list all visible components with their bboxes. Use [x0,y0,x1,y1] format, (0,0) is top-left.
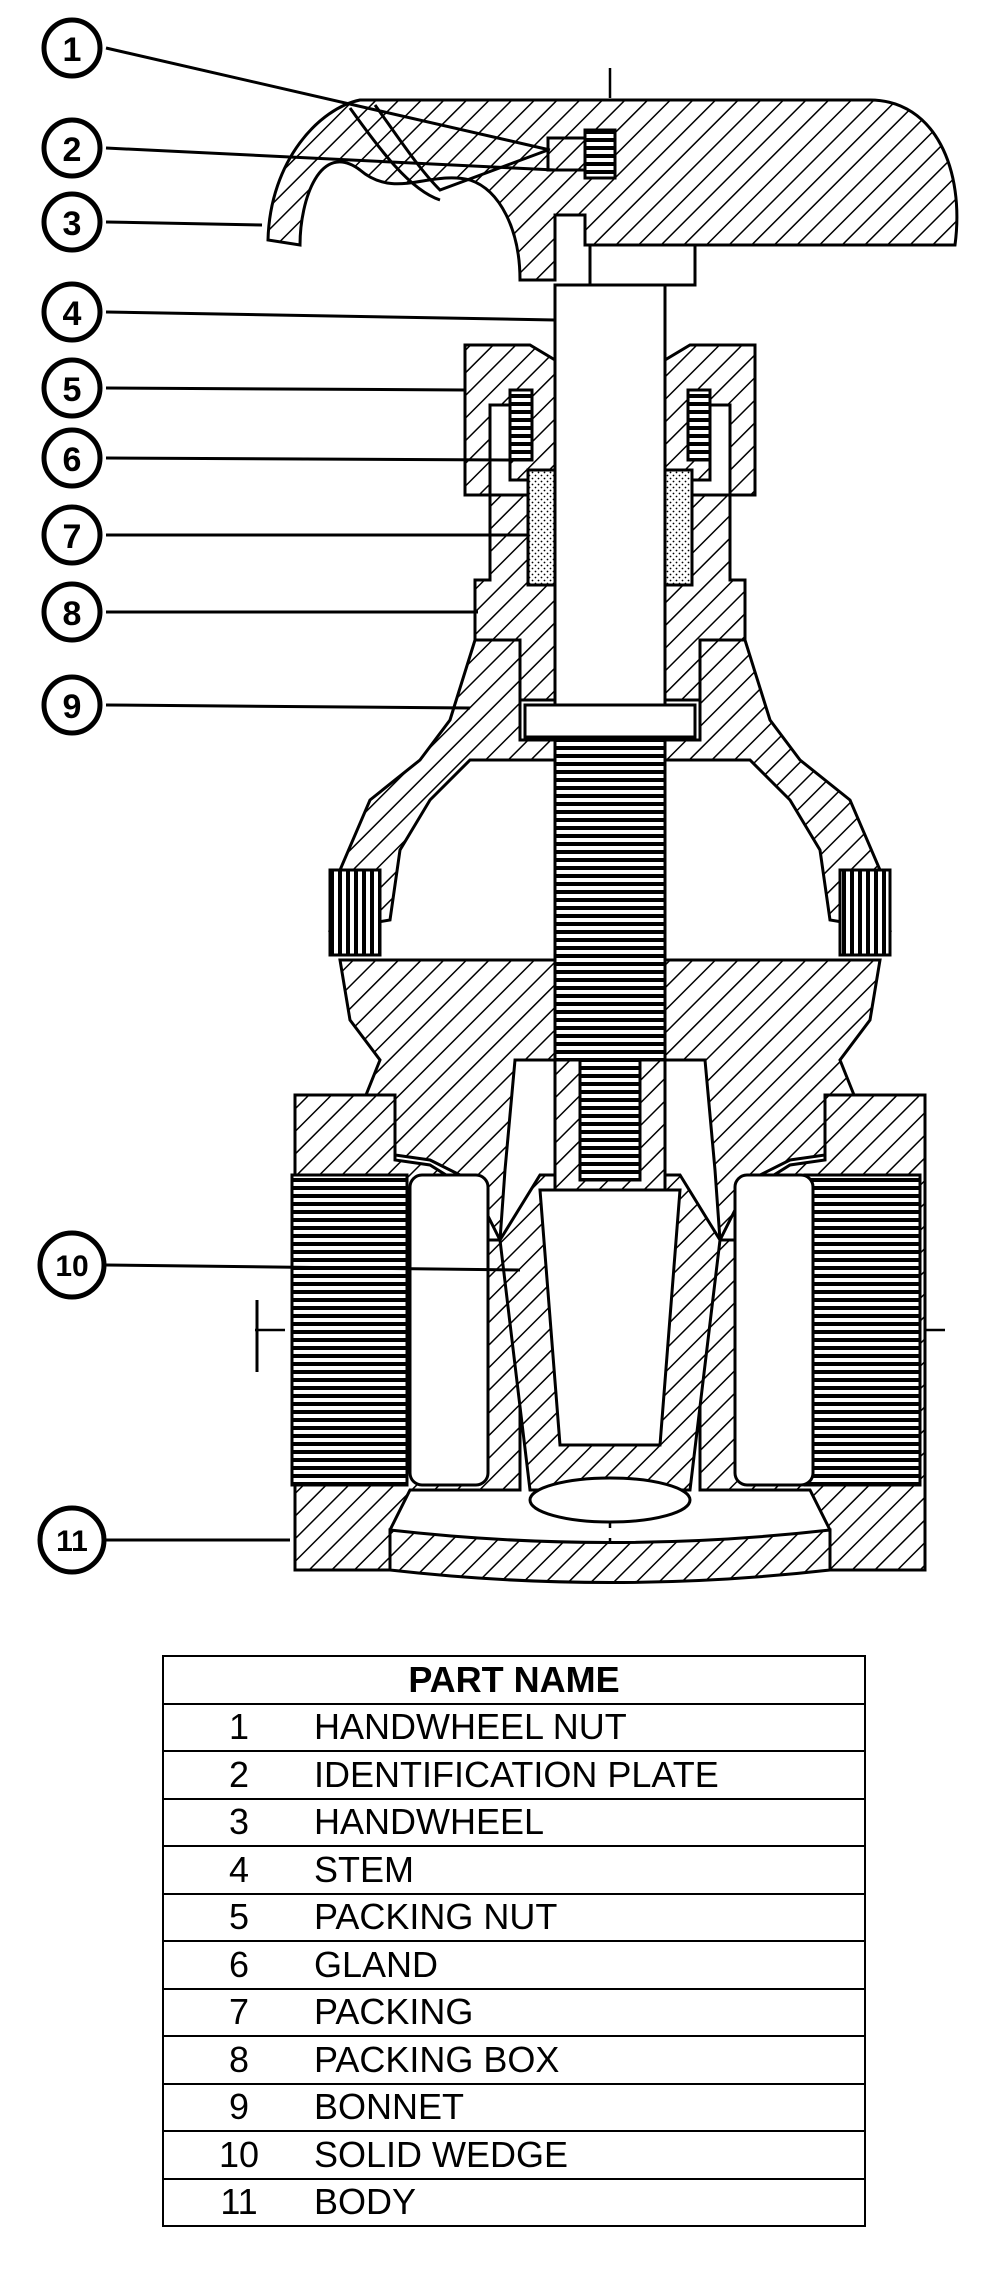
bonnet-left [328,638,557,932]
part-number: 9 [162,2082,314,2132]
part-name: BODY [314,2177,866,2227]
svg-text:10: 10 [55,1250,88,1283]
callout-7: 7 [41,504,103,566]
callout-1: 1 [41,17,103,79]
handwheel [266,98,959,287]
callout-8: 8 [41,581,103,643]
bonnet-thread-right [838,868,892,957]
part-number: 2 [162,1750,314,1800]
callout-5: 5 [41,357,103,419]
part-number: 11 [162,2177,314,2227]
part-name: PACKING NUT [314,1892,866,1942]
svg-text:11: 11 [56,1525,88,1558]
body [290,958,927,1584]
part-name: HANDWHEEL NUT [314,1702,866,1752]
part-name: GLAND [314,1940,866,1990]
part-name: IDENTIFICATION PLATE [314,1750,866,1800]
part-name: BONNET [314,2082,866,2132]
svg-text:6: 6 [63,441,82,479]
part-number: 1 [162,1702,314,1752]
part-name: SOLID WEDGE [314,2130,866,2180]
callout-10: 10 [37,1230,107,1300]
svg-text:8: 8 [63,595,82,633]
callout-2: 2 [41,117,103,179]
part-name: STEM [314,1845,866,1895]
stem [553,283,667,707]
gland-left [508,388,534,462]
gate-valve-cross-section-diagram: 1 2 3 4 5 6 7 8 9 10 11 [37,17,959,1584]
bonnet-thread-left [328,868,382,957]
callout-9: 9 [41,674,103,736]
part-number: 5 [162,1892,314,1942]
part-name: PACKING BOX [314,2035,866,2085]
callout-markers: 1 2 3 4 5 6 7 8 9 10 11 [37,17,107,1575]
part-number: 3 [162,1797,314,1847]
packing-right [663,468,694,587]
table-header-row: PART NAME [162,1655,866,1705]
svg-text:1: 1 [63,31,82,69]
svg-text:5: 5 [63,371,82,409]
part-number: 8 [162,2035,314,2085]
callout-3: 3 [41,191,103,253]
part-number: 4 [162,1845,314,1895]
part-name: HANDWHEEL [314,1797,866,1847]
leader-lines [105,46,556,1542]
svg-text:9: 9 [63,688,82,726]
svg-text:7: 7 [63,518,82,556]
svg-text:3: 3 [63,205,82,243]
part-name-header: PART NAME [162,1655,866,1705]
part-number: 7 [162,1987,314,2037]
part-number: 10 [162,2130,314,2180]
identification-plate [373,104,549,192]
callout-6: 6 [41,427,103,489]
packing-left [526,468,557,587]
callout-4: 4 [41,281,103,343]
svg-text:2: 2 [63,131,82,169]
bonnet-right [663,638,892,932]
part-name: PACKING [314,1987,866,2037]
stem-collar [523,703,697,739]
part-number: 6 [162,1940,314,1990]
svg-text:4: 4 [63,295,82,333]
gland-right [686,388,712,462]
callout-11: 11 [37,1505,107,1575]
